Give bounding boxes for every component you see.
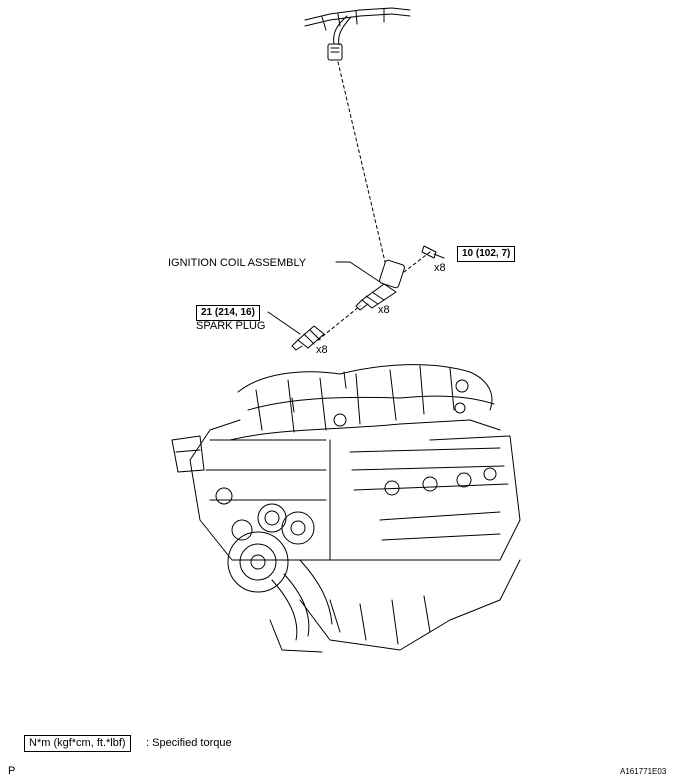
page-mark: P xyxy=(8,765,16,777)
ignition-coil-label: IGNITION COIL ASSEMBLY xyxy=(168,257,307,269)
spark-plug-label: SPARK PLUG xyxy=(196,320,266,332)
plug-quantity-label: x8 xyxy=(316,344,328,356)
wire-harness xyxy=(304,7,411,61)
bolt-quantity-label: x8 xyxy=(434,262,446,274)
ignition-coil-shape xyxy=(355,259,405,311)
bolt-torque-box: 10 (102, 7) xyxy=(457,246,516,262)
dashed-lead-lines xyxy=(317,61,431,341)
engine-shape xyxy=(171,364,521,653)
bolt-shape xyxy=(421,245,445,259)
torque-legend-description: : Specified torque xyxy=(146,737,232,749)
torque-unit-legend: N*m (kgf*cm, ft.*lbf) xyxy=(24,735,131,752)
leader-lines xyxy=(267,261,381,335)
spark-plug-shape xyxy=(291,325,325,351)
figure-id: A161771E03 xyxy=(620,767,667,776)
coil-quantity-label: x8 xyxy=(378,304,390,316)
spark-plug-torque-box: 21 (214, 16) xyxy=(196,305,260,321)
